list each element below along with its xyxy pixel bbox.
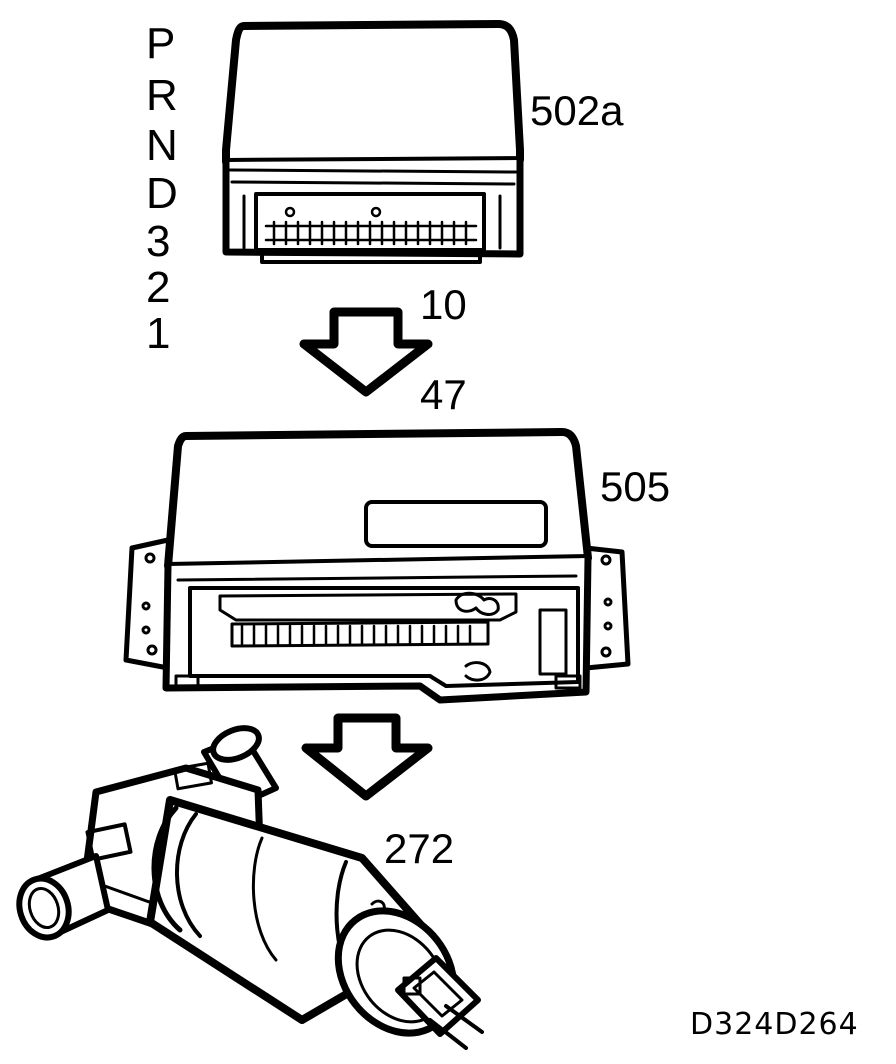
control-unit xyxy=(123,428,631,704)
gear-position-label: P xyxy=(146,19,176,68)
gear-position-label: 2 xyxy=(146,263,171,312)
gear-position-label: 1 xyxy=(146,309,171,358)
gear-position-label: N xyxy=(146,121,178,170)
valve-label: 272 xyxy=(384,825,455,872)
down-arrow-icon xyxy=(301,713,433,801)
idle-air-valve xyxy=(16,725,484,1050)
gear-position-label: 3 xyxy=(146,217,171,266)
selector-module xyxy=(222,20,524,264)
gear-position-label: R xyxy=(146,71,178,120)
wire-number-lower: 47 xyxy=(420,371,467,418)
gear-position-label: D xyxy=(146,169,178,218)
wire-number-upper: 10 xyxy=(420,281,467,328)
down-arrow-icon xyxy=(299,307,433,397)
control-unit-label: 505 xyxy=(600,463,671,510)
selector-module-label: 502a xyxy=(530,87,624,134)
figure-code: D324D264 xyxy=(690,1007,859,1042)
